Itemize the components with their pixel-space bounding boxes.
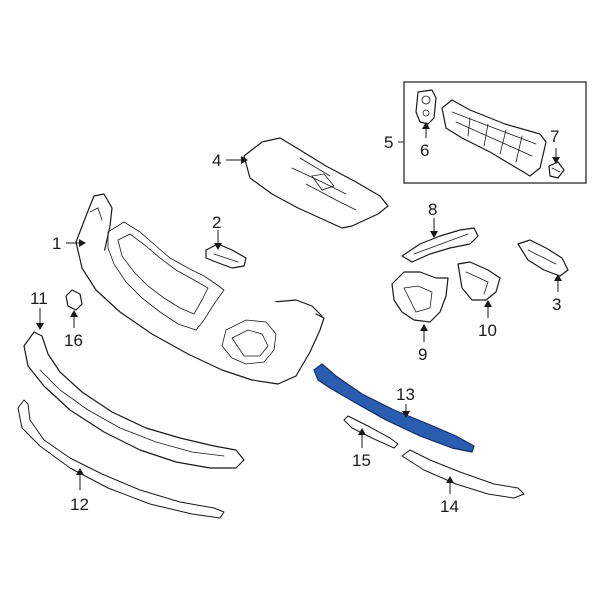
inset-box xyxy=(403,81,587,184)
part-10-bracket[interactable] xyxy=(457,261,501,301)
callout-3[interactable]: 3 xyxy=(552,295,561,314)
callout-4[interactable]: 4 xyxy=(212,151,221,170)
leaders xyxy=(36,122,562,494)
callout-5[interactable]: 5 xyxy=(384,133,393,152)
part-7-fastener[interactable] xyxy=(548,161,565,179)
part-13-trim-highlighted[interactable] xyxy=(313,363,475,453)
part-6-clip[interactable] xyxy=(415,89,437,125)
callout-labels: 1 2 3 4 5 6 7 8 9 10 11 12 13 14 15 16 xyxy=(30,127,561,516)
callout-14[interactable]: 14 xyxy=(440,497,459,516)
part-12-lower-trim[interactable] xyxy=(17,399,225,519)
callout-13[interactable]: 13 xyxy=(396,385,415,404)
callout-10[interactable]: 10 xyxy=(478,321,497,340)
part-14-lower-strip[interactable] xyxy=(401,449,525,499)
part-15-strip[interactable] xyxy=(343,415,399,449)
callout-15[interactable]: 15 xyxy=(352,451,371,470)
callout-6[interactable]: 6 xyxy=(420,141,429,160)
part-11-lower-spoiler[interactable] xyxy=(23,331,245,469)
part-8-bracket[interactable] xyxy=(401,227,479,263)
callout-1[interactable]: 1 xyxy=(52,234,61,253)
part-4-upper-cover[interactable] xyxy=(243,137,389,229)
part-3-side-bracket[interactable] xyxy=(517,239,569,277)
callout-7[interactable]: 7 xyxy=(550,127,559,146)
callout-9[interactable]: 9 xyxy=(418,345,427,364)
part-1-bumper-cover[interactable] xyxy=(75,193,325,385)
part-9-lamp-bracket[interactable] xyxy=(391,271,449,323)
callout-16[interactable]: 16 xyxy=(64,331,83,350)
part-5-air-guide[interactable] xyxy=(441,99,547,177)
callout-8[interactable]: 8 xyxy=(428,200,437,219)
callout-2[interactable]: 2 xyxy=(212,213,221,232)
part-16-clip[interactable] xyxy=(65,289,83,311)
part-2-bracket[interactable] xyxy=(205,243,247,269)
callout-11[interactable]: 11 xyxy=(30,289,48,308)
callout-12[interactable]: 12 xyxy=(70,495,89,514)
